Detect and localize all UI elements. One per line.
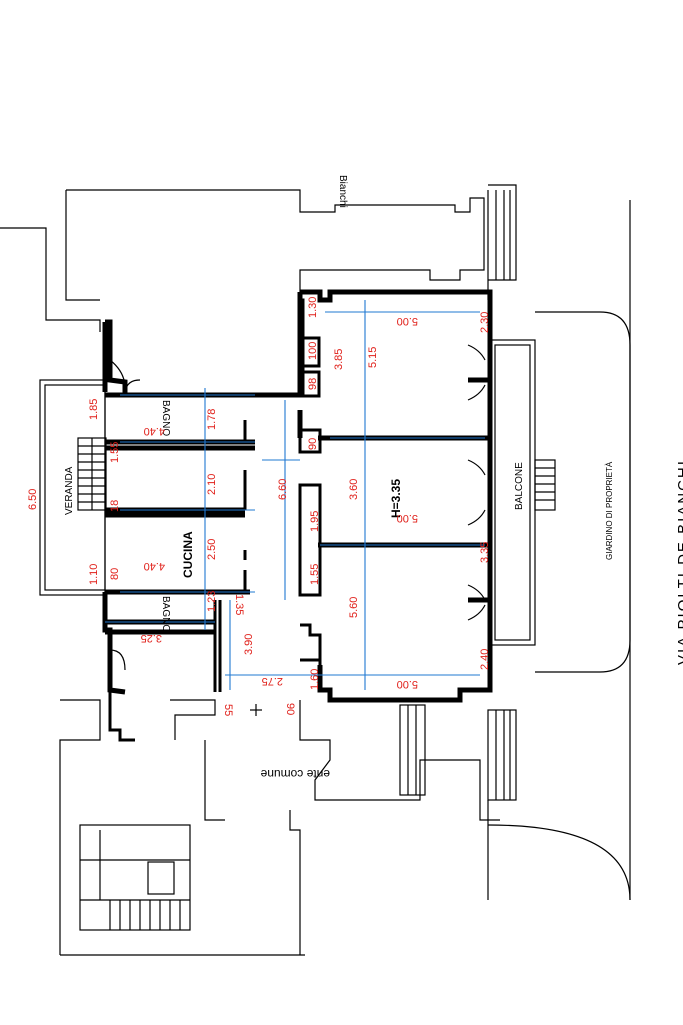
balcone (489, 311, 631, 673)
giardino-label: GIARDINO DI PROPRIETÀ (605, 461, 614, 560)
dim-2-10: 2.10 (206, 474, 218, 495)
dim-80: 80 (109, 568, 121, 580)
bagno-bottom-label: BAGNO (160, 596, 171, 632)
veranda-label: VERANDA (64, 466, 75, 515)
dim-4-40-top: 4.40 (144, 425, 165, 437)
dim-2-50: 2.50 (206, 539, 218, 560)
dim-90-lower: 90 (284, 703, 296, 715)
bagno-top-label: BAGNO (160, 400, 171, 436)
dim-100: 100 (307, 342, 319, 360)
common-area (59, 699, 631, 956)
dim-1-60: 1.60 (309, 669, 321, 690)
dim-1-55: 1.55 (109, 442, 121, 463)
dim-90-upper: 90 (307, 438, 319, 450)
street-label: VIA PIOLTI DE BIANCHI (675, 459, 683, 665)
door-swings (109, 344, 486, 671)
dim-3-85: 3.85 (333, 349, 345, 370)
veranda-stairs (77, 437, 107, 511)
dim-2-40: 2.40 (479, 649, 491, 670)
balcone-label: BALCONE (514, 462, 525, 510)
dim-55: 55 (222, 704, 234, 716)
dimension-labels: 6.50 1.85 1.55 18 80 1.10 4.40 4.40 3.25… (27, 297, 491, 717)
dim-1-55-b: 1.55 (309, 564, 321, 585)
ente-comune-label: ente comune (260, 767, 330, 781)
dim-5-00-bottom: 5.00 (397, 678, 418, 690)
dim-1-23: 1.23 (206, 591, 218, 612)
bianchi-label: Bianchi (337, 175, 348, 208)
dim-1-85: 1.85 (88, 399, 100, 420)
dim-2-30: 2.30 (479, 312, 491, 333)
dim-1-10: 1.10 (88, 564, 100, 585)
dim-3-35: 3.35 (479, 542, 491, 563)
dim-2-75: 2.75 (262, 675, 283, 687)
room-labels: Bianchi VERANDA BAGNO BAGNO CUCINA BALCO… (64, 175, 683, 781)
measure-lines (105, 300, 485, 690)
dim-5-60: 5.60 (348, 597, 360, 618)
dim-3-90: 3.90 (243, 634, 255, 655)
dim-1-30: 1.30 (307, 297, 319, 318)
dim-6-50: 6.50 (27, 489, 39, 510)
dim-5-00-mid: 5.00 (397, 512, 418, 524)
cucina-label: CUCINA (181, 531, 195, 578)
dim-6-60: 6.60 (277, 479, 289, 500)
veranda (39, 379, 106, 596)
dim-18: 18 (109, 500, 121, 512)
height-label: H=3.35 (389, 479, 403, 518)
dim-4-40-bottom: 4.40 (144, 560, 165, 572)
dim-3-60: 3.60 (348, 479, 360, 500)
dim-1-95: 1.95 (309, 511, 321, 532)
dim-98: 98 (307, 378, 319, 390)
dim-5-15: 5.15 (367, 347, 379, 368)
dim-1-35: 1.35 (233, 594, 245, 615)
dim-5-00-top: 5.00 (397, 315, 418, 327)
dim-1-78: 1.78 (206, 409, 218, 430)
dim-3-25: 3.25 (141, 632, 162, 644)
main-walls (102, 289, 493, 742)
